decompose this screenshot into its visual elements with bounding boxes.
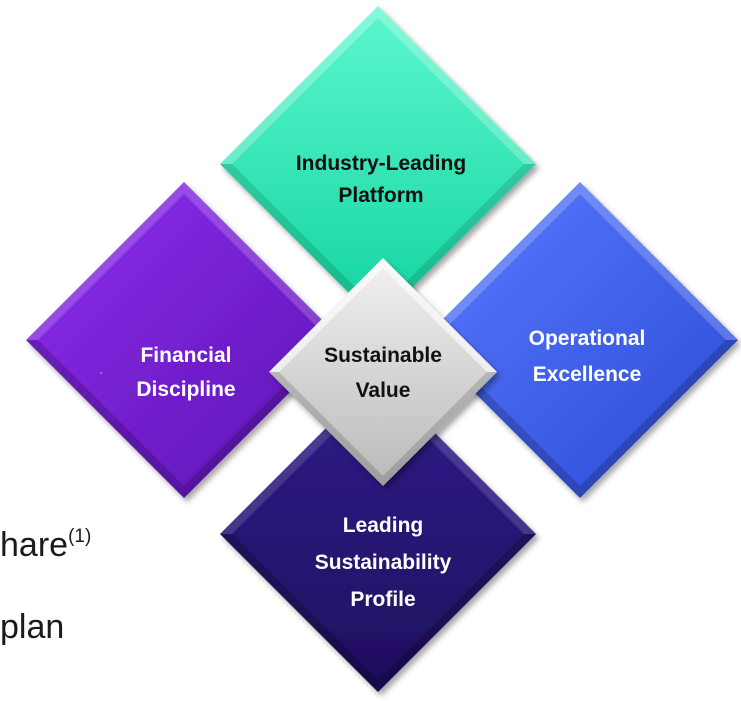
quadrant-bottom xyxy=(220,376,536,692)
footnote-marker: (1) xyxy=(68,526,92,547)
fragment-text: hare xyxy=(0,526,69,564)
quadrant-top xyxy=(220,6,536,322)
quadrant-left-label-line2: Discipline xyxy=(136,378,235,401)
quadrant-right-label-line1: Operational xyxy=(529,327,646,350)
quadrant-right xyxy=(422,182,738,498)
quadrant-left xyxy=(26,182,342,498)
quadrant-left-label-line1: Financial xyxy=(140,344,231,367)
quadrant-bottom-label-line1: Leading xyxy=(343,514,424,537)
quadrant-right-label-line2: Excellence xyxy=(533,363,642,386)
bullet-text-fragment-1: hare(1) xyxy=(0,526,91,565)
quadrant-top-label-line2: Platform xyxy=(338,184,423,207)
center-diamond xyxy=(269,258,497,486)
quadrant-bottom-label-line2: Sustainability xyxy=(315,551,452,574)
center-label-line1: Sustainable xyxy=(324,344,442,367)
quadrant-top-label-line1: Industry-Leading xyxy=(296,152,466,175)
bullet-text-fragment-2: plan xyxy=(0,608,65,646)
stray-dot xyxy=(100,372,102,374)
center-label-line2: Value xyxy=(356,379,411,402)
quadrant-bottom-label-line3: Profile xyxy=(350,588,415,611)
